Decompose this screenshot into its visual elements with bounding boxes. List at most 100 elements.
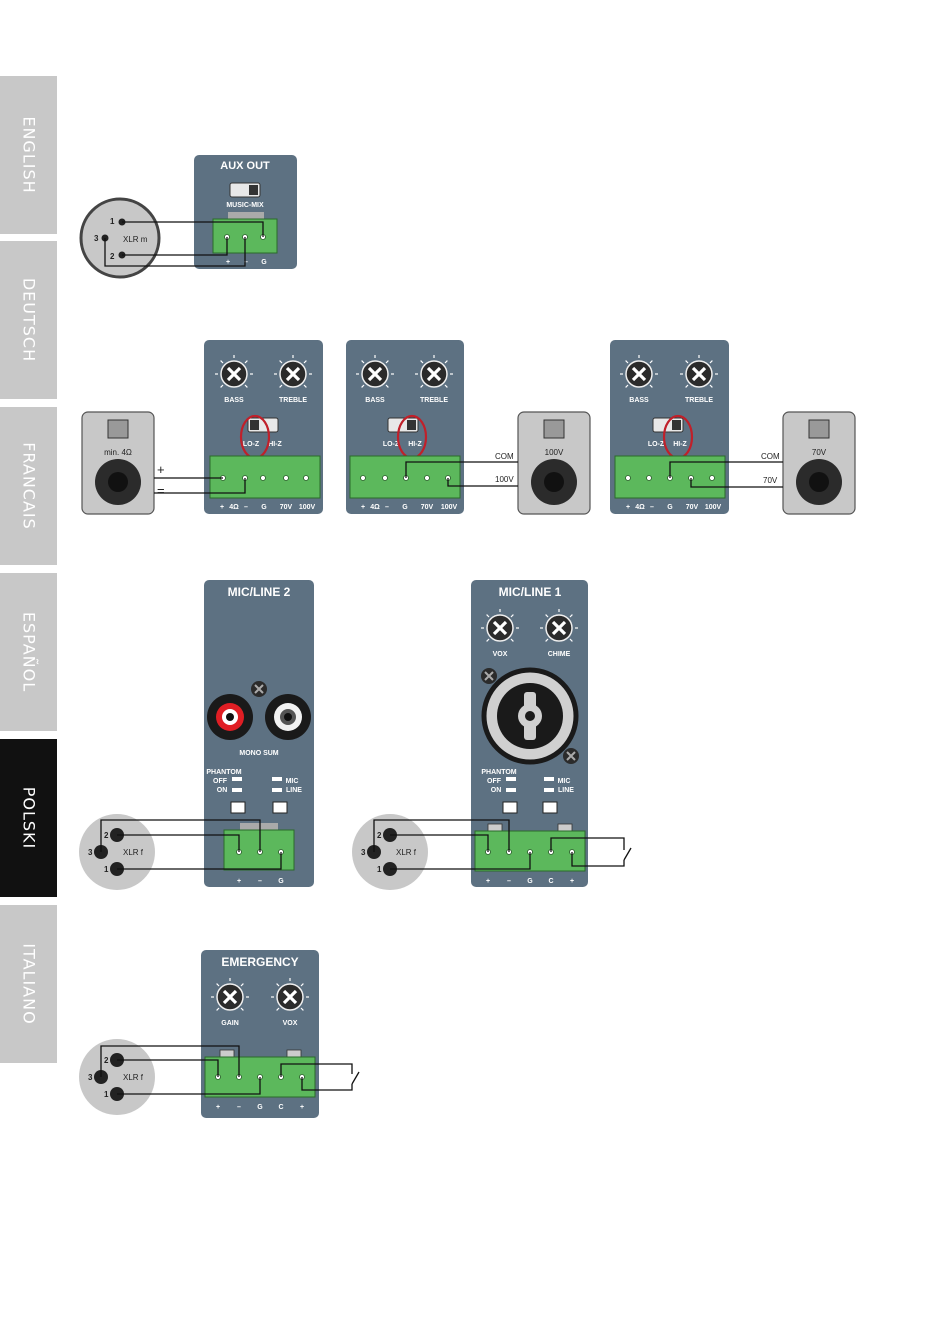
hi-z-label: HI-Z <box>268 441 282 448</box>
aux-out-terminal-cover <box>228 212 264 219</box>
svg-text:2: 2 <box>377 831 382 840</box>
svg-text:+: + <box>300 1104 304 1111</box>
svg-text:100V: 100V <box>705 504 722 511</box>
vox-label: VOX <box>493 651 508 658</box>
speaker-1-minus: = <box>157 483 165 498</box>
mic-line-1-title: MIC/LINE 1 <box>499 585 562 599</box>
speaker-3-label: 70V <box>812 448 827 457</box>
aux-wire-pin2 <box>122 237 228 256</box>
tab-italiano[interactable]: ITALIANO <box>0 905 57 1063</box>
speaker-2-com: COM <box>495 452 514 461</box>
svg-text:4Ω: 4Ω <box>370 504 380 511</box>
mic-1-chime-wire <box>550 837 625 852</box>
svg-text:3: 3 <box>88 1073 93 1082</box>
emergency-title: EMERGENCY <box>221 955 298 969</box>
aux-out-section: AUX OUT MUSIC-MIX + – G XLR m 1 3 2 <box>79 155 297 279</box>
svg-text:+: + <box>570 878 574 885</box>
speaker-section-70v: BASS TREBLE LO-Z HI-Z + 4Ω – G 70V 100V … <box>610 340 856 515</box>
bass-label: BASS <box>224 397 244 404</box>
aux-xlr-pin1-label: 1 <box>110 217 115 226</box>
speaker-3-com: COM <box>761 452 780 461</box>
svg-text:C: C <box>548 878 553 885</box>
svg-text:100V: 100V <box>299 504 316 511</box>
tab-english[interactable]: ENGLISH <box>0 76 57 234</box>
speaker-section-100v: BASS TREBLE LO-Z HI-Z + 4Ω – G 70V 100V … <box>346 340 591 515</box>
phantom-label-2: PHANTOM <box>206 769 241 776</box>
svg-text:OFF: OFF <box>487 778 502 785</box>
speaker-3-wire-tap <box>690 478 783 488</box>
svg-text:4Ω: 4Ω <box>229 504 239 511</box>
speaker-1-wire-minus <box>154 478 246 494</box>
aux-term-label-g: G <box>261 259 267 266</box>
svg-text:MIC: MIC <box>558 778 571 785</box>
emergency-switch-icon <box>351 1071 360 1085</box>
svg-text:70V: 70V <box>280 504 293 511</box>
svg-text:G: G <box>667 504 673 511</box>
aux-xlr-pin3-label: 3 <box>94 234 99 243</box>
tab-deutsch[interactable]: DEUTSCH <box>0 241 57 399</box>
tab-francais[interactable]: FRANCAIS <box>0 407 57 565</box>
svg-text:–: – <box>258 878 262 885</box>
svg-text:–: – <box>237 1104 241 1111</box>
off-label-2: OFF <box>213 778 228 785</box>
mic-line-button-1[interactable] <box>542 801 558 814</box>
speaker-3-tap: 70V <box>763 476 778 485</box>
svg-text:2: 2 <box>104 1056 109 1065</box>
speaker-2-wire-tap <box>447 478 518 487</box>
emergency-contact-wire <box>280 1063 353 1077</box>
mic-line-button-2[interactable] <box>272 801 288 814</box>
svg-text:LINE: LINE <box>558 787 574 794</box>
aux-xlr-male-connector <box>79 197 161 279</box>
speaker-2-label: 100V <box>545 448 564 457</box>
svg-text:70V: 70V <box>686 504 699 511</box>
emergency-vox-label: VOX <box>283 1020 298 1027</box>
tab-espanol[interactable]: ESPAÑOL <box>0 573 57 731</box>
speaker-2-tap: 100V <box>495 475 514 484</box>
svg-text:HI-Z: HI-Z <box>408 441 422 448</box>
aux-xlr-pin2-label: 2 <box>110 252 115 261</box>
mic-1-xlr-label: XLR f <box>396 848 417 857</box>
svg-text:+: + <box>237 878 241 885</box>
music-mix-label: MUSIC-MIX <box>226 202 264 209</box>
svg-text:–: – <box>507 878 511 885</box>
phantom-label-1: PHANTOM <box>481 769 516 776</box>
svg-text:–: – <box>650 504 654 511</box>
phantom-button-2[interactable] <box>230 801 246 814</box>
svg-text:70V: 70V <box>421 504 434 511</box>
treble-label: TREBLE <box>279 397 307 404</box>
svg-text:3: 3 <box>88 848 93 857</box>
svg-text:G: G <box>402 504 408 511</box>
svg-text:2: 2 <box>104 831 109 840</box>
emergency-xlr-label: XLR f <box>123 1073 144 1082</box>
svg-text:BASS: BASS <box>629 397 649 404</box>
svg-text:TREBLE: TREBLE <box>420 397 448 404</box>
speaker-3-wire-com <box>669 461 783 478</box>
aux-wire-pin1 <box>122 221 264 237</box>
music-mix-switch-knob <box>249 185 258 195</box>
tab-polski[interactable]: POLSKI <box>0 739 57 897</box>
screw-icon <box>250 680 268 698</box>
svg-text:HI-Z: HI-Z <box>673 441 687 448</box>
mic-label-2: MIC <box>286 778 299 785</box>
svg-text:1: 1 <box>104 865 109 874</box>
mic-1-xlr-female-connector <box>352 814 428 890</box>
speaker-section-lo-z: BASS TREBLE LO-Z HI-Z + 4Ω – G 70V 100V … <box>81 340 323 515</box>
svg-text:G: G <box>261 504 267 511</box>
svg-text:+: + <box>220 504 224 511</box>
svg-text:C: C <box>278 1104 283 1111</box>
aux-wire-pin3 <box>104 237 246 267</box>
svg-text:+: + <box>361 504 365 511</box>
svg-text:G: G <box>257 1104 263 1111</box>
phantom-button-1[interactable] <box>502 801 518 814</box>
mic-2-xlr-female-connector <box>79 814 155 890</box>
mic-line-2-section: MIC/LINE 2 MONO SUM PHANTOM OFF ON MIC L… <box>79 580 314 890</box>
gain-label: GAIN <box>221 1020 239 1027</box>
svg-text:+: + <box>626 504 630 511</box>
svg-text:BASS: BASS <box>365 397 385 404</box>
svg-text:–: – <box>244 504 248 511</box>
speaker-2-wire-com <box>405 461 518 478</box>
svg-text:TREBLE: TREBLE <box>685 397 713 404</box>
mic-2-wire-pin2 <box>117 834 240 852</box>
svg-text:1: 1 <box>104 1090 109 1099</box>
mono-sum-label: MONO SUM <box>239 750 278 757</box>
